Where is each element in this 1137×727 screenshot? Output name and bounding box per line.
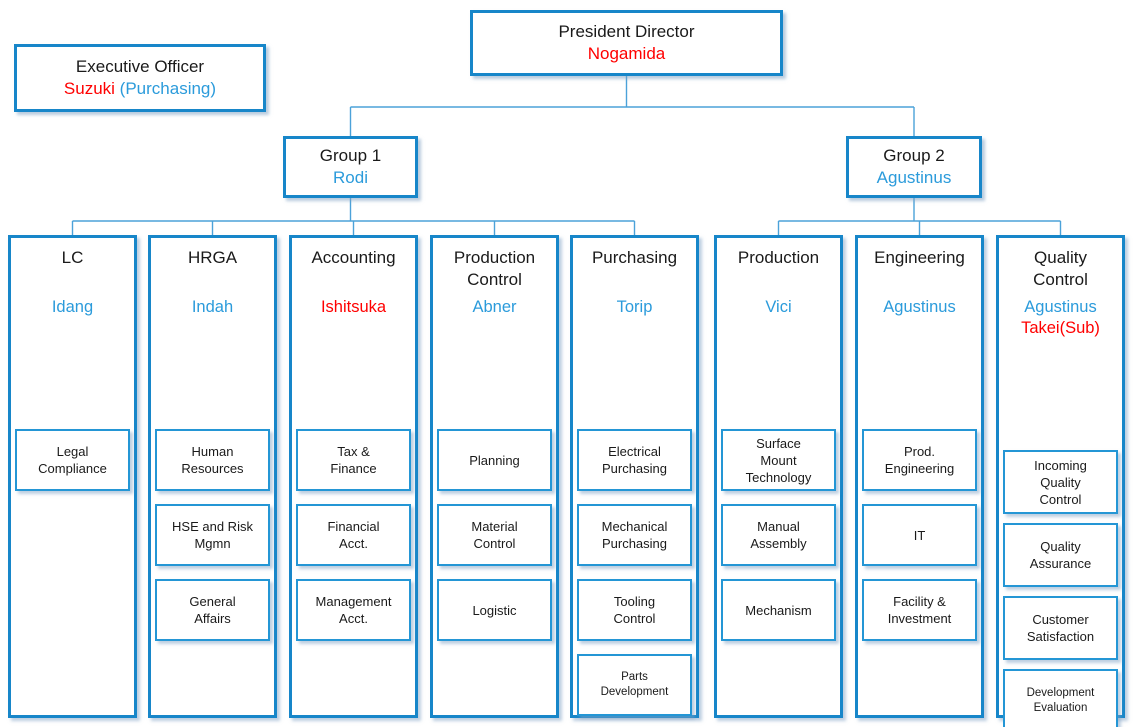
dept-names: Agustinus xyxy=(858,297,981,318)
sub-dept-label: Surface Mount Technology xyxy=(745,435,812,485)
sub-dept-incoming-quality-control: Incoming Quality Control xyxy=(1003,450,1118,514)
person-name: Suzuki (Purchasing) xyxy=(64,78,216,100)
sub-dept-label: Mechanism xyxy=(745,602,812,618)
dept-names: Indah xyxy=(151,297,274,318)
sub-dept-label: Quality Assurance xyxy=(1029,539,1092,571)
sub-dept-planning: Planning xyxy=(437,429,552,491)
sub-dept-label: Tooling Control xyxy=(613,594,656,626)
sub-dept-manual-assembly: Manual Assembly xyxy=(721,504,836,566)
sub-dept-quality-assurance: Quality Assurance xyxy=(1003,523,1118,587)
sub-dept-tooling-control: Tooling Control xyxy=(577,579,692,641)
box-title: President Director xyxy=(558,22,695,41)
sub-dept-label: Mechanical Purchasing xyxy=(601,519,668,551)
executive-officer-box: Executive Officer Suzuki (Purchasing) xyxy=(14,44,266,112)
person-name: Rodi xyxy=(333,168,368,187)
dept-names: Idang xyxy=(11,297,134,318)
sub-dept-label: HSE and Risk Mgmn xyxy=(172,519,253,551)
dept-title: Production Control xyxy=(453,248,536,289)
dept-names: Vici xyxy=(717,297,840,318)
dept-title: Production xyxy=(737,248,820,267)
sub-dept-label: General Affairs xyxy=(189,594,236,626)
sub-dept-management-acct: Management Acct. xyxy=(296,579,411,641)
box-title: Group 1 xyxy=(319,146,382,165)
group-1-box: Group 1 Rodi xyxy=(283,136,418,198)
sub-dept-prod-engineering: Prod. Engineering xyxy=(862,429,977,491)
person-name: Torip xyxy=(616,298,653,316)
sub-dept-development-evaluation: Development Evaluation xyxy=(1003,669,1118,727)
sub-dept-label: Development Evaluation xyxy=(1026,687,1095,714)
sub-dept-mechanism: Mechanism xyxy=(721,579,836,641)
sub-dept-label: Material Control xyxy=(471,519,518,551)
sub-dept-financial-acct: Financial Acct. xyxy=(296,504,411,566)
dept-names: Abner xyxy=(433,297,556,318)
sub-dept-label: Electrical Purchasing xyxy=(601,444,668,476)
sub-dept-material-control: Material Control xyxy=(437,504,552,566)
sub-dept-label: Manual Assembly xyxy=(750,519,807,551)
sub-dept-label: Planning xyxy=(469,452,520,468)
dept-title: LC xyxy=(61,248,84,267)
person-name: Abner xyxy=(472,298,517,316)
sub-dept-label: IT xyxy=(913,527,926,543)
box-title: Group 2 xyxy=(883,146,945,165)
sub-dept-logistic: Logistic xyxy=(437,579,552,641)
person-name: Nogamida xyxy=(587,44,666,63)
sub-dept-parts-development: Parts Development xyxy=(577,654,692,716)
person-name: Agustinus xyxy=(883,298,956,316)
sub-dept-facility-investment: Facility & Investment xyxy=(862,579,977,641)
sub-dept-general-affairs: General Affairs xyxy=(155,579,270,641)
president-director-box: President Director Nogamida xyxy=(470,10,783,76)
group-2-box: Group 2 Agustinus xyxy=(846,136,982,198)
sub-dept-label: Financial Acct. xyxy=(327,519,380,551)
sub-dept-label: Legal Compliance xyxy=(38,444,107,476)
sub-dept-label: Management Acct. xyxy=(315,594,392,626)
dept-title: Engineering xyxy=(874,248,965,267)
sub-dept-label: Tax & Finance xyxy=(330,444,377,476)
sub-dept-hse-and-risk-mgmn: HSE and Risk Mgmn xyxy=(155,504,270,566)
sub-dept-surface-mount-technology: Surface Mount Technology xyxy=(721,429,836,491)
person-name: Agustinus xyxy=(1024,298,1097,316)
person-name: Agustinus xyxy=(876,168,952,187)
person-name: Vici xyxy=(765,298,792,316)
dept-names: Ishitsuka xyxy=(292,297,415,318)
sub-dept-tax-finance: Tax & Finance xyxy=(296,429,411,491)
sub-dept-electrical-purchasing: Electrical Purchasing xyxy=(577,429,692,491)
sub-dept-label: Facility & Investment xyxy=(887,594,952,626)
box-title: Executive Officer xyxy=(75,57,205,76)
person-name: Ishitsuka xyxy=(320,298,387,316)
dept-names: Torip xyxy=(573,297,696,318)
dept-title: HRGA xyxy=(187,248,238,267)
sub-dept-label: Customer Satisfaction xyxy=(1026,612,1095,644)
sub-dept-customer-satisfaction: Customer Satisfaction xyxy=(1003,596,1118,660)
sub-dept-label: Prod. Engineering xyxy=(884,444,955,476)
sub-dept-label: Incoming Quality Control xyxy=(1034,457,1087,507)
person-name: Indah xyxy=(191,298,234,316)
person-name-detail: (Purchasing) xyxy=(114,79,217,98)
dept-title: Accounting xyxy=(311,248,396,267)
person-name-main: Suzuki xyxy=(63,79,115,98)
sub-dept-label: Human Resources xyxy=(181,444,244,476)
sub-dept-mechanical-purchasing: Mechanical Purchasing xyxy=(577,504,692,566)
sub-dept-legal-compliance: Legal Compliance xyxy=(15,429,130,491)
person-name: Takei(Sub) xyxy=(1021,319,1100,337)
sub-dept-it: IT xyxy=(862,504,977,566)
dept-title: Quality Control xyxy=(1033,248,1088,289)
sub-dept-human-resources: Human Resources xyxy=(155,429,270,491)
dept-title: Purchasing xyxy=(591,248,678,267)
sub-dept-label: Parts Development xyxy=(600,671,669,698)
person-name: Idang xyxy=(51,298,94,316)
sub-dept-label: Logistic xyxy=(472,602,517,618)
